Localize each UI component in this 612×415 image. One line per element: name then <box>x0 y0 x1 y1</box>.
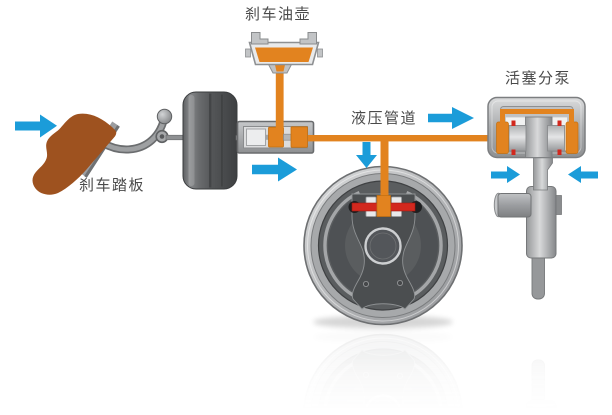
shoe-lining-right <box>405 190 443 301</box>
label-reservoir: 刹车油壶 <box>245 6 312 23</box>
wheel-cylinder <box>348 195 422 217</box>
brake-pedal-assembly <box>32 108 187 195</box>
pipeline-flow-arrow <box>428 107 474 129</box>
shoe-pin-left <box>362 280 369 287</box>
master-cylinder-piston <box>246 128 266 146</box>
caliper-clamp-right-arrow <box>568 166 598 183</box>
reservoir-feed-pipe <box>275 70 284 128</box>
master-cylinder <box>236 120 315 154</box>
drum-brake <box>303 165 463 326</box>
brake-caliper <box>487 96 586 159</box>
branch-to-drum-arrow <box>356 142 377 168</box>
wheel-cylinder-inlet <box>376 195 391 217</box>
caliper-piston-left <box>508 125 527 152</box>
reservoir-fluid <box>255 47 313 62</box>
shoe-lining-left <box>323 190 361 301</box>
hydraulic-line-branch <box>380 138 389 200</box>
pedal-force-arrow <box>15 114 57 138</box>
brake-shoe-right <box>402 197 438 294</box>
floor-reflection <box>15 331 598 415</box>
caliper-crossover-pipe <box>500 109 574 127</box>
reservoir-cap-right <box>299 32 317 45</box>
lever-ball-joint <box>156 108 173 125</box>
label-pedal: 刹车踏板 <box>79 177 146 194</box>
master-cylinder-output-arrow <box>252 157 297 182</box>
caliper-clamp-left-arrow <box>491 166 520 183</box>
reservoir-cap-left <box>251 32 269 45</box>
disc-neck <box>533 156 553 191</box>
shoe-pin-right <box>396 279 403 286</box>
label-caliper: 活塞分泵 <box>504 70 571 87</box>
brake-fluid-reservoir <box>245 32 323 128</box>
hydraulic-lines <box>308 135 500 200</box>
caliper-piston-right <box>547 125 565 152</box>
diagram-artwork <box>15 32 598 329</box>
brake-booster <box>182 91 238 190</box>
axle <box>497 193 532 218</box>
brake-shoe-left <box>328 197 364 294</box>
disc-lower-plate <box>531 251 545 300</box>
primary-fluid-chamber <box>268 126 284 148</box>
label-pipeline: 液压管道 <box>350 110 417 127</box>
secondary-fluid-chamber <box>290 126 308 148</box>
force-arrows <box>15 107 598 183</box>
drum-hub <box>364 227 402 265</box>
hydraulic-line-main <box>308 135 500 142</box>
pedal-shoe <box>32 113 117 195</box>
